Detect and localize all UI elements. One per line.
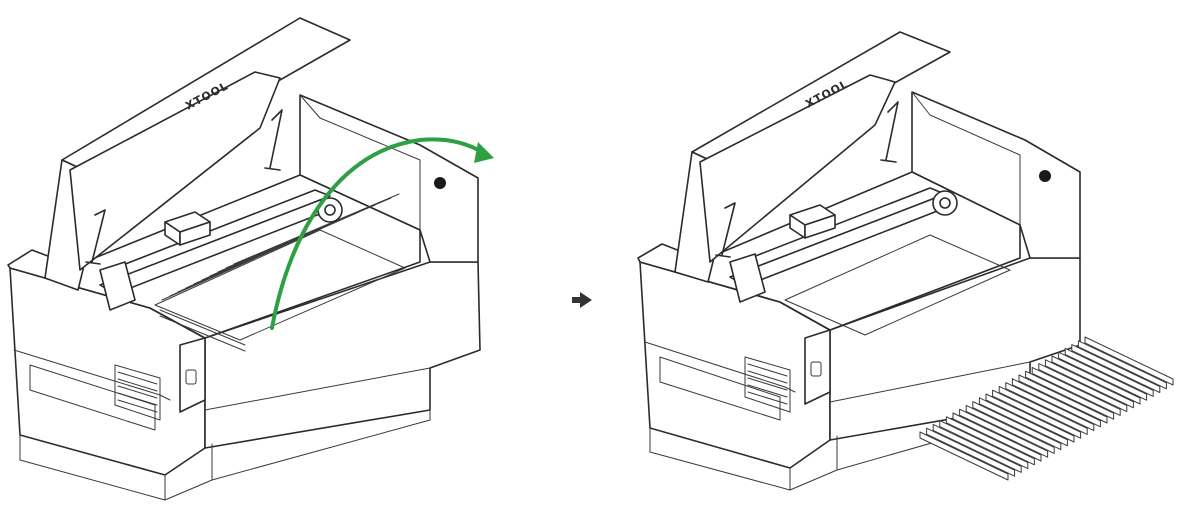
- vent-grille-before: [114, 364, 161, 421]
- slat: [1084, 336, 1174, 386]
- slat: [1025, 370, 1115, 420]
- slat: [1044, 359, 1134, 409]
- curved-arrow-icon: [270, 137, 484, 330]
- button-icon-before: [434, 177, 446, 189]
- slat: [1005, 382, 1095, 432]
- honeycomb-slat-panel: [919, 336, 1174, 481]
- slat: [985, 393, 1075, 443]
- slat: [1051, 355, 1141, 405]
- slat: [932, 423, 1022, 473]
- slat: [972, 401, 1062, 451]
- slat: [1031, 366, 1121, 416]
- slat: [952, 412, 1042, 462]
- slat: [919, 431, 1009, 481]
- slat: [959, 408, 1049, 458]
- slat: [939, 420, 1029, 470]
- slat: [992, 389, 1082, 439]
- slat: [1077, 340, 1167, 390]
- slat: [926, 427, 1016, 477]
- slat: [1038, 363, 1128, 413]
- slat: [965, 404, 1055, 454]
- slat: [1018, 374, 1108, 424]
- machine-before: XTOOL: [7, 17, 494, 501]
- slat: [945, 416, 1035, 466]
- slat: [978, 397, 1068, 447]
- slat: [1071, 344, 1161, 394]
- slat: [1011, 378, 1101, 428]
- slat: [1058, 351, 1148, 401]
- vent-grille-after: [744, 356, 791, 413]
- slat: [998, 385, 1088, 435]
- right-arrow-icon: [572, 292, 592, 308]
- button-icon-after: [1039, 170, 1051, 182]
- slat: [1064, 347, 1154, 397]
